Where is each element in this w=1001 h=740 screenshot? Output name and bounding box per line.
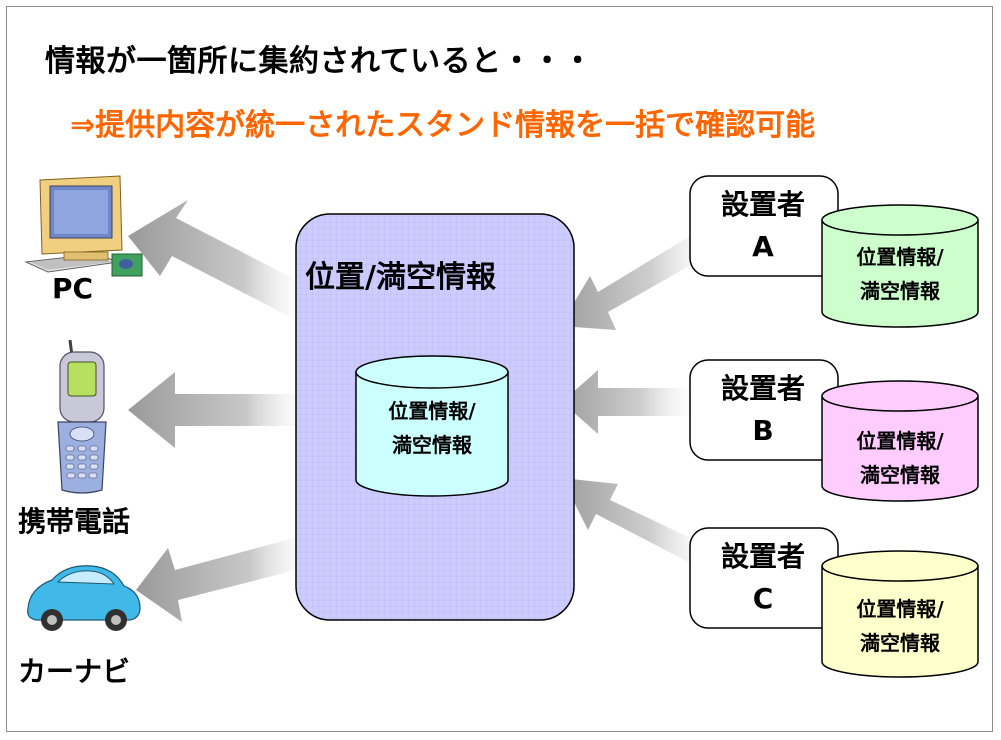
provider-b-line-2: B: [752, 414, 774, 447]
heading-line-1: 情報が一箇所に集約されていると・・・: [45, 44, 594, 79]
provider-c-line-1: 設置者: [720, 540, 805, 573]
device-label-mobile: 携帯電話: [18, 505, 131, 538]
central-database-label: 位置情報/ 満空情報: [356, 394, 508, 462]
device-label-pc: PC: [52, 272, 94, 305]
provider-c-line-2: C: [752, 582, 774, 615]
heading-line-2: ⇒提供内容が統一されたスタンド情報を一括で確認可能: [70, 108, 816, 143]
mobile-phone-icon: [57, 339, 107, 494]
provider-a-label: 設置者 A: [698, 184, 828, 268]
provider-c-db-line-2: 満空情報: [860, 631, 940, 655]
provider-b-label: 設置者 B: [698, 368, 828, 452]
provider-a-database-icon: [821, 204, 979, 328]
arrow-from-provider-b: [562, 370, 695, 434]
provider-b-db-line-2: 満空情報: [860, 463, 940, 487]
provider-c-database-label: 位置情報/ 満空情報: [822, 592, 978, 660]
arrow-to-car: [136, 535, 312, 622]
central-box-title: 位置/満空情報: [305, 260, 496, 295]
arrow-to-mobile: [128, 372, 310, 448]
provider-a-db-line-1: 位置情報/: [856, 245, 944, 269]
device-label-car-navi: カーナビ: [18, 655, 131, 688]
provider-b-database-icon: [821, 380, 979, 502]
provider-b-line-1: 設置者: [720, 372, 805, 405]
provider-a-line-2: A: [752, 230, 774, 263]
provider-a-database-label: 位置情報/ 満空情報: [822, 240, 978, 308]
arrow-from-provider-a: [560, 230, 714, 330]
provider-b-database-label: 位置情報/ 満空情報: [822, 424, 978, 492]
provider-c-label: 設置者 C: [698, 536, 828, 620]
provider-a-db-line-2: 満空情報: [860, 279, 940, 303]
pc-icon: [24, 175, 143, 277]
provider-a-line-1: 設置者: [720, 188, 805, 221]
arrow-to-pc: [128, 200, 306, 322]
central-database-line-2: 満空情報: [392, 433, 472, 457]
provider-b-db-line-1: 位置情報/: [856, 429, 944, 453]
central-database-icon: [355, 355, 509, 497]
central-database-line-1: 位置情報/: [388, 399, 476, 423]
arrow-from-provider-c: [562, 478, 712, 568]
provider-c-db-line-1: 位置情報/: [856, 597, 944, 621]
car-icon: [27, 565, 141, 631]
provider-c-database-icon: [821, 550, 979, 678]
